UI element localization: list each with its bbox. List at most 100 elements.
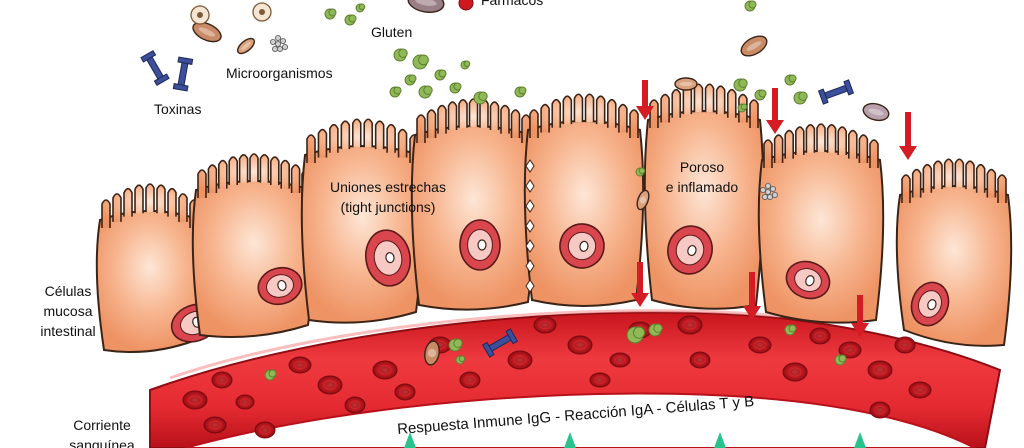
label-toxinas: Toxinas xyxy=(154,101,201,117)
immune-spike xyxy=(854,432,866,448)
tight-junction-gap xyxy=(525,179,535,193)
gluten-particle-icon xyxy=(344,14,357,26)
nucleus xyxy=(459,219,501,271)
label-farmacos: Fármacos xyxy=(481,0,543,8)
cell-body xyxy=(643,110,765,310)
down-arrow-icon xyxy=(631,262,649,307)
epithelial-cell xyxy=(191,153,317,339)
vessel-lumen xyxy=(184,392,976,448)
drug-pill-icon xyxy=(458,0,474,11)
lumen-particles xyxy=(140,0,890,381)
gluten-particle-icon xyxy=(514,86,527,98)
label-gluten: Gluten xyxy=(371,24,412,40)
label-celulas-2: mucosa xyxy=(43,303,92,319)
gluten-particle-icon xyxy=(449,82,462,94)
nucleus xyxy=(559,223,605,269)
gluten-particle-icon xyxy=(635,167,646,177)
bacteria-icon xyxy=(740,35,768,57)
gluten-particle-icon xyxy=(626,326,646,344)
epithelial-cell xyxy=(95,183,220,354)
bacteria-icon xyxy=(190,5,210,25)
bacteria-icon xyxy=(236,37,256,55)
red-blood-cell-icon xyxy=(317,375,343,395)
down-arrow-icon xyxy=(851,295,869,337)
gluten-particle-icon xyxy=(404,74,417,86)
red-blood-cell-icon xyxy=(394,383,416,401)
tight-junction-gap xyxy=(525,219,535,233)
microvilli xyxy=(763,123,879,168)
toxin-icon xyxy=(172,56,194,92)
red-blood-cell-icon xyxy=(908,381,932,399)
label-celulas-3: intestinal xyxy=(40,323,95,339)
intestinal-cells xyxy=(95,83,1013,354)
label-corriente-1: Corriente xyxy=(73,417,131,433)
gluten-particle-icon xyxy=(754,89,767,101)
vessel-sheen xyxy=(169,309,781,380)
gluten-particle-icon xyxy=(389,86,402,98)
cell-body xyxy=(410,125,537,311)
label-poroso-1: Poroso xyxy=(680,159,725,175)
bacteria-icon xyxy=(674,77,698,91)
drug-capsule-icon xyxy=(407,0,445,14)
red-blood-cell-icon xyxy=(235,394,255,410)
gluten-particle-icon xyxy=(448,338,463,352)
label-uniones-1: Uniones estrechas xyxy=(330,179,446,195)
tight-junction-gap xyxy=(525,279,535,293)
cell-body xyxy=(895,185,1013,347)
label-corriente-2: sanguínea xyxy=(69,437,135,448)
gluten-particle-icon xyxy=(784,74,797,86)
nucleus xyxy=(785,260,831,300)
epithelial-cell xyxy=(300,118,425,324)
down-arrow-icon xyxy=(899,112,917,160)
toxin-icon xyxy=(481,328,519,358)
microvilli xyxy=(649,83,759,128)
microvilli xyxy=(529,93,639,138)
tight-junction-gap xyxy=(525,199,535,213)
label-celulas-1: Células xyxy=(45,283,92,299)
red-blood-cell-icon xyxy=(372,360,398,380)
toxin-icon xyxy=(817,79,855,105)
gluten-particle-icon xyxy=(434,69,447,81)
immune-spikes xyxy=(404,432,866,448)
epithelial-cell xyxy=(895,158,1013,347)
bacteria-icon xyxy=(252,2,272,22)
epithelial-cell xyxy=(410,98,537,311)
immune-spike xyxy=(564,432,576,448)
gluten-particle-icon xyxy=(393,48,408,62)
gluten-particle-icon xyxy=(784,324,797,336)
immune-spike xyxy=(714,432,726,448)
red-blood-cell-icon xyxy=(894,336,916,354)
spore-cluster-icon xyxy=(269,35,288,53)
red-blood-cell-icon xyxy=(288,356,312,374)
gluten-particle-icon xyxy=(473,91,488,105)
red-blood-cells xyxy=(182,315,932,439)
microvilli xyxy=(901,158,1007,203)
red-blood-cell-icon xyxy=(809,327,831,345)
gluten-particle-icon xyxy=(793,91,808,105)
red-blood-cell-icon xyxy=(182,390,208,410)
toxin-icon xyxy=(140,49,170,87)
down-arrow-icon xyxy=(766,88,784,134)
tight-junction-gap xyxy=(525,159,535,173)
bacteria-icon xyxy=(424,340,440,366)
gluten-particle-icon xyxy=(418,85,433,99)
red-blood-cell-icon xyxy=(254,421,276,439)
epithelial-cell xyxy=(757,123,885,324)
red-blood-cell-icon xyxy=(867,360,893,380)
spore-cluster-icon xyxy=(760,182,779,200)
gluten-particle-icon xyxy=(412,54,429,70)
penetration-arrows xyxy=(631,80,917,337)
cell-body xyxy=(191,180,317,339)
red-blood-cell-icon xyxy=(782,362,808,382)
gluten-particle-icon xyxy=(355,3,366,13)
nucleus xyxy=(257,266,303,306)
gluten-particle-icon xyxy=(460,60,471,70)
drug-capsule-icon xyxy=(862,102,890,122)
red-blood-cell-icon xyxy=(459,371,481,389)
gluten-particle-icon xyxy=(324,8,337,20)
epithelial-cell xyxy=(643,83,765,310)
immune-spike xyxy=(404,432,416,448)
cell-body xyxy=(523,120,645,307)
